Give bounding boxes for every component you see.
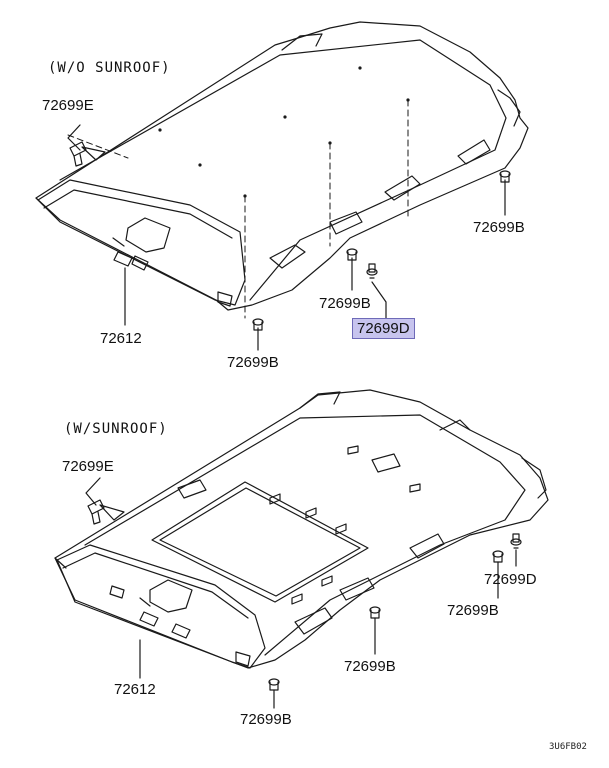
headliner-top [36, 22, 528, 350]
headliner-bottom-front-panel [57, 545, 265, 668]
label-top-72699b-center: 72699B [319, 295, 371, 312]
caption-with-sunroof: (W/SUNROOF) [64, 421, 168, 437]
label-bottom-72699d: 72699D [484, 571, 537, 588]
fastener-top-clip-e [70, 142, 105, 166]
headliner-bottom-corner-clip [55, 558, 250, 666]
headliner-bottom-slots [178, 446, 420, 604]
fastener-top-clip-d [367, 264, 377, 278]
headliner-top-outline [36, 22, 528, 310]
headliner-bottom-recess-lower [110, 586, 190, 638]
caption-without-sunroof: (W/O SUNROOF) [48, 60, 171, 76]
headliner-top-side-recess-3 [458, 140, 490, 164]
leader-bottom-clip-e [86, 478, 100, 505]
label-bottom-72699e: 72699E [62, 458, 114, 475]
fastener-top-clip-b-right [500, 171, 510, 182]
label-bottom-72612: 72612 [114, 681, 156, 698]
label-bottom-72699b-right: 72699B [447, 602, 499, 619]
headliner-top-corner-clip [36, 198, 232, 306]
headliner-bottom-side-recess-1 [295, 608, 332, 634]
headliner-top-grab-handle-recess [330, 212, 362, 234]
headliner-bottom-sunroof-opening [152, 482, 368, 602]
label-top-72699d-highlighted: 72699D [352, 318, 415, 339]
headliner-bottom [55, 390, 548, 708]
headliner-top-rear-right [498, 90, 520, 126]
headliner-bottom-grab-handle-recess [340, 578, 374, 600]
headliner-top-rear-tab [282, 34, 322, 50]
headliner-top-side-recess-2 [385, 176, 420, 200]
headliner-top-recess-lower [113, 238, 148, 270]
label-top-72699b-lower: 72699B [227, 354, 279, 371]
headliner-bottom-front-lip [63, 553, 248, 618]
label-bottom-72699b-lower: 72699B [240, 711, 292, 728]
label-top-72612: 72612 [100, 330, 142, 347]
headliner-top-guide-lines [68, 100, 408, 318]
label-top-72699e: 72699E [42, 97, 94, 114]
headliner-bottom-side-recess-2 [410, 534, 444, 558]
fastener-bottom-clip-b-center [370, 607, 380, 618]
headliner-bottom-outline [55, 390, 548, 668]
headliner-bottom-dome-recess [150, 580, 192, 612]
headliner-bottom-rear-corner [440, 420, 546, 498]
fastener-bottom-clip-b-right [493, 551, 503, 562]
headliner-top-inner-edge [60, 40, 506, 300]
headliner-bottom-sunroof-inner [160, 488, 360, 596]
drawing-code: 3U6FB02 [549, 742, 587, 752]
fastener-top-clip-b-lower [253, 319, 263, 330]
headliner-top-front-lip [44, 190, 232, 238]
label-top-72699b-right: 72699B [473, 219, 525, 236]
headliner-top-dome-recess [126, 218, 170, 252]
headliner-bottom-inner-edge [85, 415, 525, 655]
label-bottom-72699b-center: 72699B [344, 658, 396, 675]
leader-top-clip-e [68, 125, 80, 150]
fastener-bottom-clip-d [511, 534, 521, 548]
fastener-bottom-clip-e [88, 500, 124, 524]
headliner-bottom-rear-tab [300, 392, 340, 408]
headliner-top-front-panel [38, 180, 245, 305]
leader-top-clip-d [372, 282, 386, 318]
headliner-top-holes [158, 66, 410, 198]
fastener-top-clip-b-center [347, 249, 357, 260]
fastener-bottom-clip-b-lower [269, 679, 279, 690]
headliner-top-side-recess-1 [270, 245, 305, 268]
